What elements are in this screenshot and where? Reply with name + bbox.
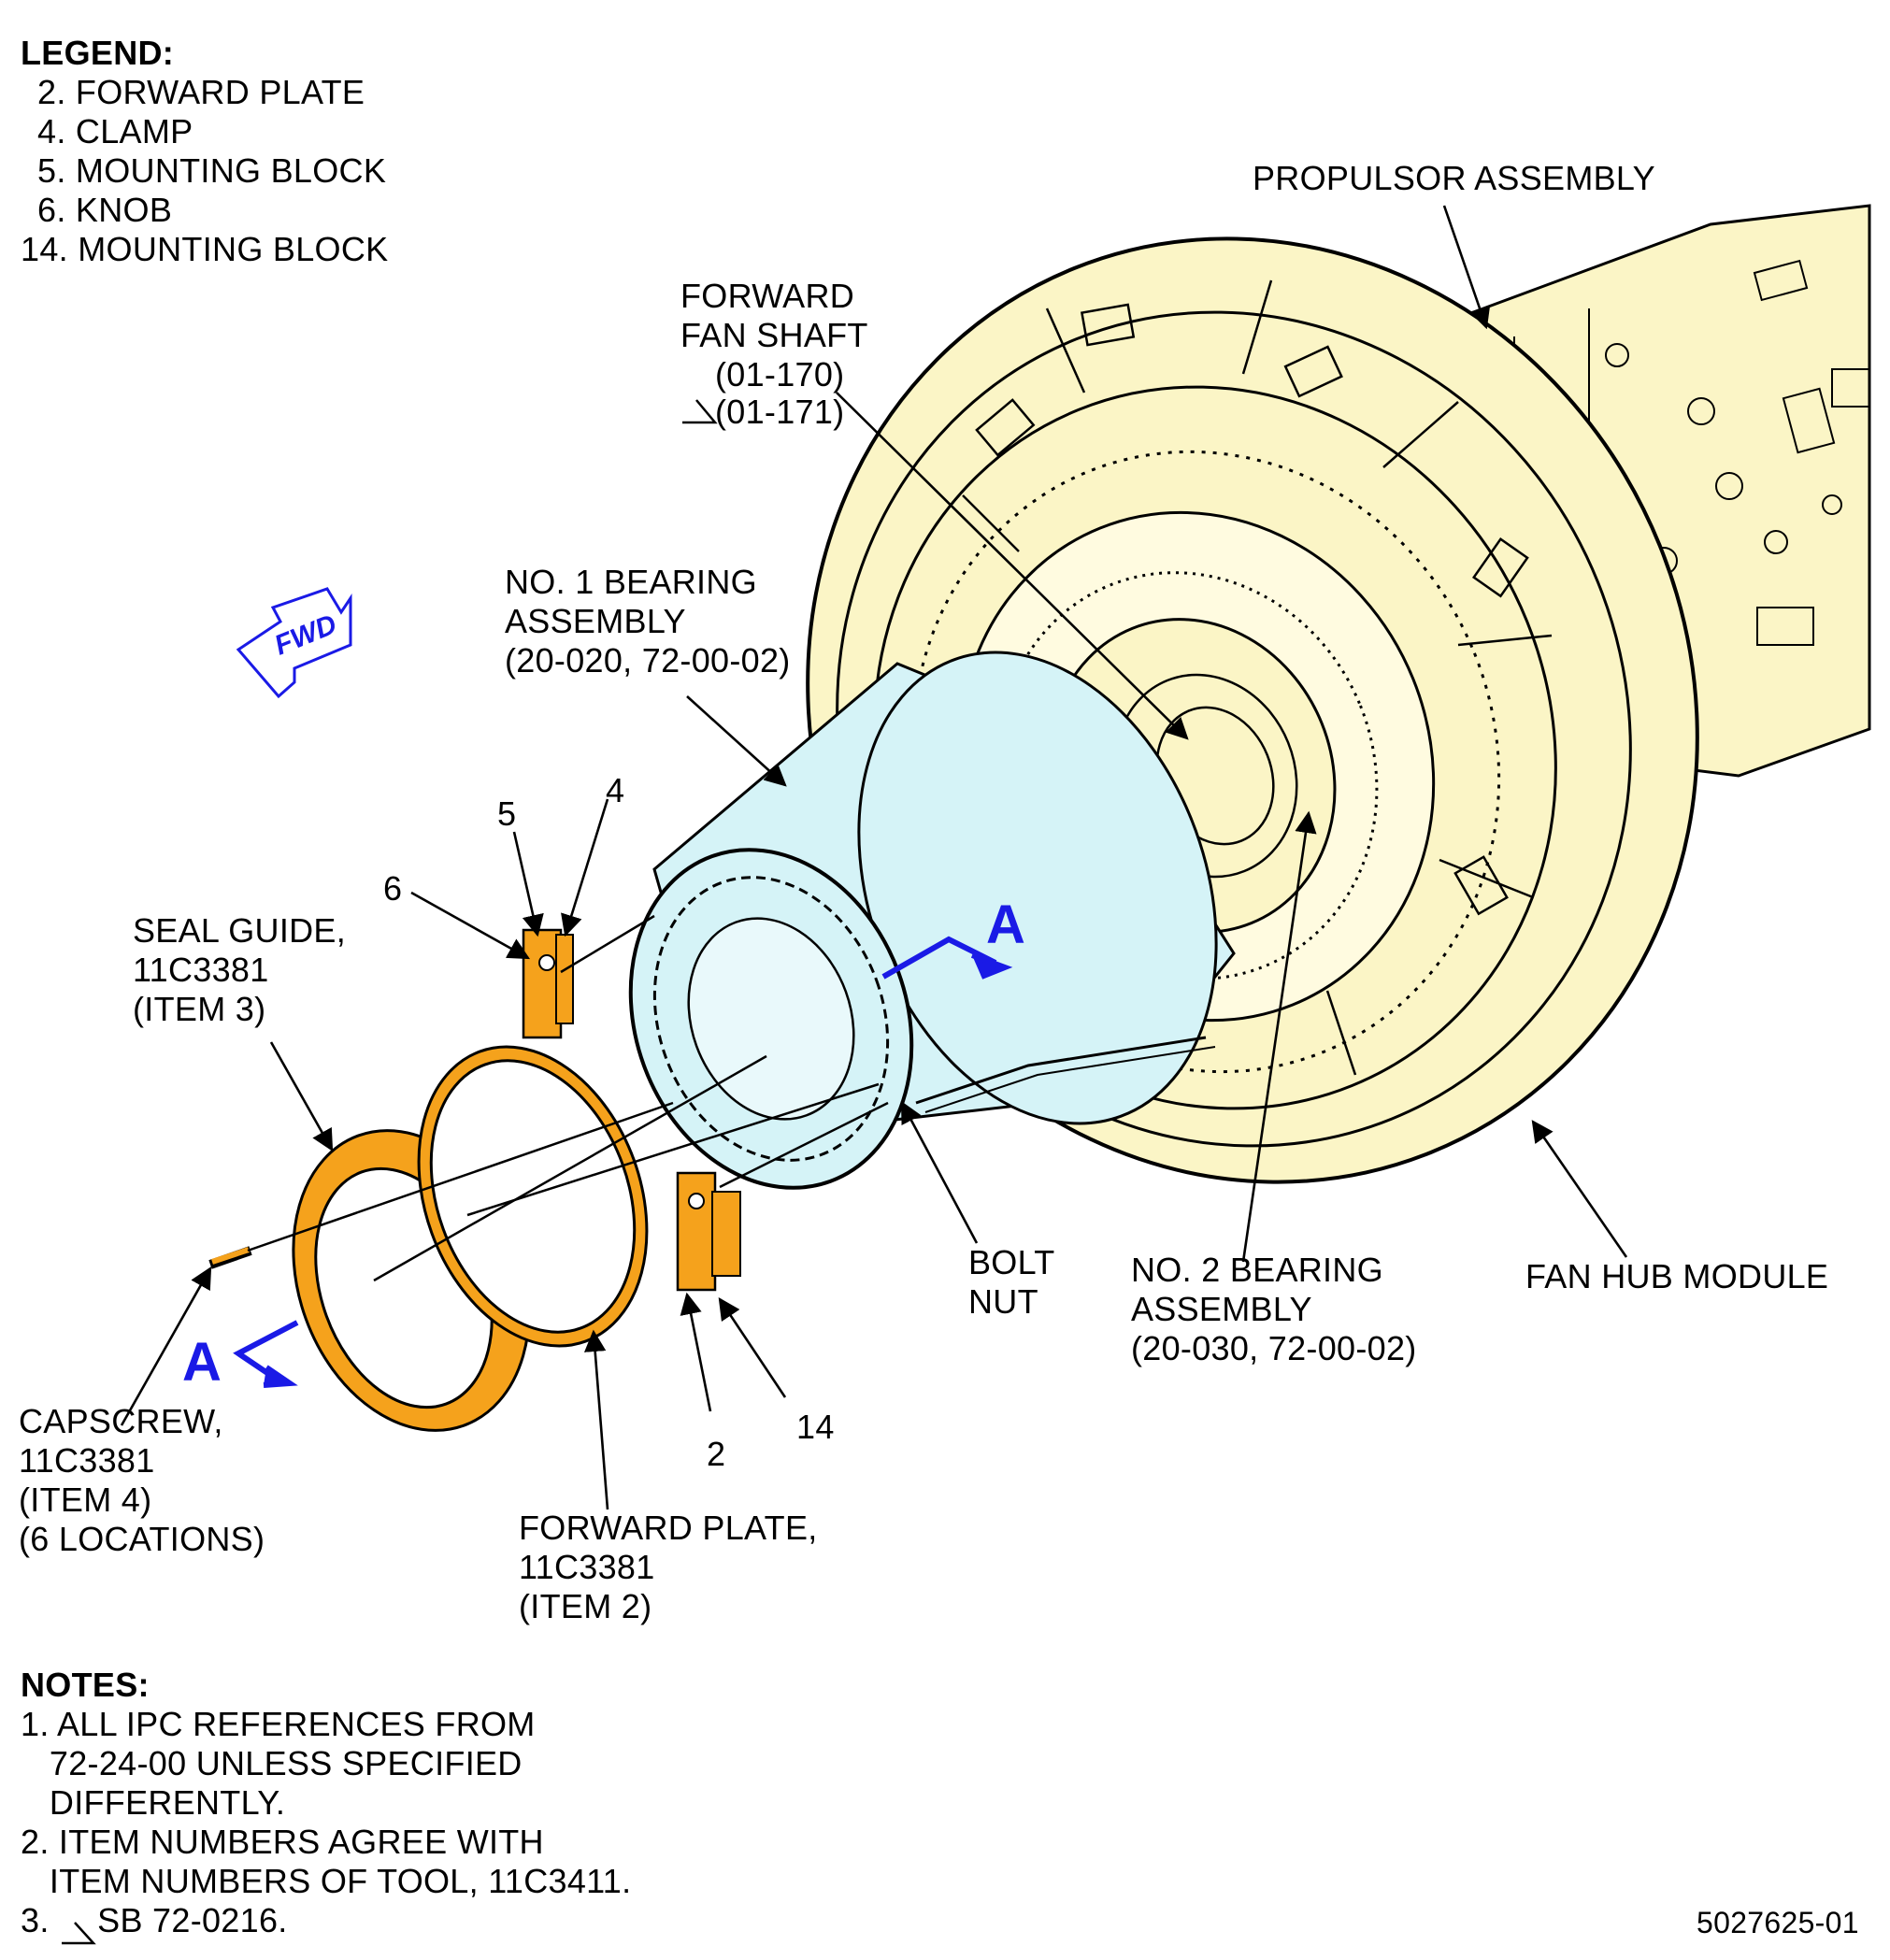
forward-plate-shape [417,1045,649,1348]
forward-plate-label: 11C3381 [519,1548,655,1586]
no2-bearing-ref: (20-030, 72-00-02) [1131,1329,1417,1367]
note-line: ITEM NUMBERS OF TOOL, 11C3411. [21,1862,632,1900]
forward-fan-shaft-label: FORWARD [680,277,855,315]
item-number-6: 6 [383,869,403,908]
fan-hub-label: FAN HUB MODULE [1525,1257,1829,1295]
capscrew-label: 11C3381 [19,1441,155,1480]
note-line: 1. ALL IPC REFERENCES FROM [21,1705,536,1743]
seal-guide-label: SEAL GUIDE, [133,911,347,950]
sb-symbols [62,399,718,1945]
section-a-arrows [233,936,1013,1388]
note-line: 2. ITEM NUMBERS AGREE WITH [21,1823,544,1861]
no1-bearing-housing-shape [628,651,1236,1190]
forward-fan-shaft-label: FAN SHAFT [680,316,868,354]
no1-bearing-label: ASSEMBLY [505,602,686,640]
section-a-upper: A [986,894,1025,955]
item-number-5: 5 [497,794,517,833]
forward-plate-label: FORWARD PLATE, [519,1509,818,1547]
item-number-2: 2 [707,1435,726,1473]
clamp-upper-shape [522,928,574,1039]
item-number-14: 14 [796,1408,835,1446]
propulsor-label: PROPULSOR ASSEMBLY [1253,159,1655,197]
forward-fan-shaft-ref: (01-171) [715,393,845,431]
legend-heading: LEGEND: [21,34,175,72]
legend-item: 4. CLAMP [37,112,193,150]
note-line: 72-24-00 UNLESS SPECIFIED [21,1744,523,1782]
bolt-nut-label: NUT [968,1282,1038,1321]
clamp-lower-shape [676,1171,741,1292]
fwd-arrow-icon [236,587,352,699]
legend-item: 2. FORWARD PLATE [37,73,365,111]
seal-guide-label: (ITEM 3) [133,990,266,1028]
bolt-nut-label: BOLT [968,1243,1055,1281]
capscrew-label: (6 LOCATIONS) [19,1520,265,1558]
capscrew-label: (ITEM 4) [19,1481,152,1519]
figure-id: 5027625-01 [1697,1906,1859,1939]
notes-heading: NOTES: [21,1666,150,1704]
forward-plate-label: (ITEM 2) [519,1587,652,1625]
no2-bearing-label: NO. 2 BEARING [1131,1251,1383,1289]
leader-lines [120,205,1628,1510]
legend-item: 14. MOUNTING BLOCK [21,230,389,268]
no1-bearing-ref: (20-020, 72-00-02) [505,641,791,680]
note-line: DIFFERENTLY. [21,1783,286,1822]
note-line: 3. SB 72-0216. [21,1901,288,1939]
no1-bearing-label: NO. 1 BEARING [505,563,757,601]
forward-fan-shaft-ref: (01-170) [715,355,845,393]
seal-guide-label: 11C3381 [133,951,269,989]
capscrew-label: CAPSCREW, [19,1402,223,1440]
capscrew-shape [208,1246,252,1269]
section-a-lower: A [182,1332,222,1393]
no2-bearing-label: ASSEMBLY [1131,1290,1312,1328]
legend-item: 5. MOUNTING BLOCK [37,151,387,190]
item-number-4: 4 [606,771,625,809]
alignment-lines [247,914,889,1282]
legend-item: 6. KNOB [37,191,173,229]
